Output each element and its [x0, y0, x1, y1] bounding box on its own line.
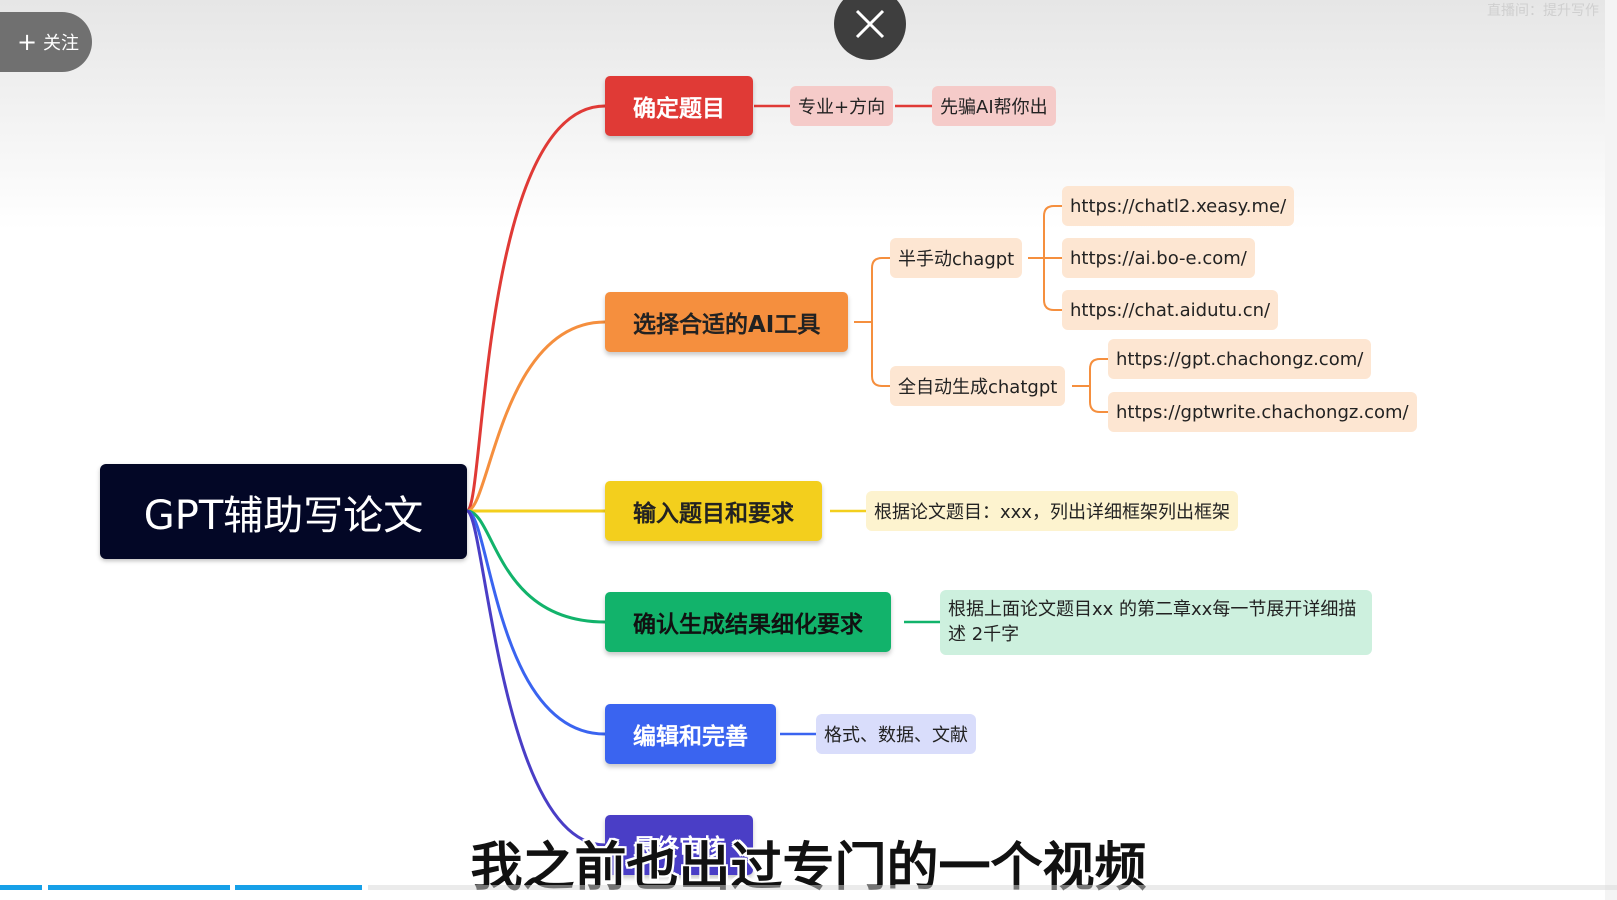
close-button[interactable] — [834, 0, 906, 60]
connector-root-branch-1 — [465, 104, 606, 513]
branch-1-child-ai-help: 先骗AI帮你出 — [932, 86, 1056, 126]
url-item: https://ai.bo-e.com/ — [1062, 238, 1255, 278]
top-right-watermark: 直播间：提升写作 — [1487, 3, 1599, 19]
connector-root-branch-4 — [466, 509, 606, 624]
url-item: https://chat.aidutu.cn/ — [1062, 290, 1279, 330]
progress-segment — [235, 885, 362, 890]
branch-input-topic: 输入题目和要求 — [605, 481, 822, 541]
branch-4-prompt: 根据上面论文题目xx 的第二章xx每一节展开详细描述 2千字 — [940, 590, 1372, 655]
branch-1-child-major: 专业+方向 — [790, 86, 894, 126]
branch-2-semi-manual: 半手动chagpt — [890, 238, 1023, 278]
url-item: https://gptwrite.chachongz.com/ — [1108, 392, 1417, 432]
branch-final-review: 最终审核 — [605, 815, 753, 875]
mindmap-root: GPT辅助写论文 — [100, 464, 467, 559]
url-item: https://chatl2.xeasy.me/ — [1062, 186, 1295, 226]
connector-b2-s2-u2 — [1089, 386, 1108, 413]
branch-refine-results: 确认生成结果细化要求 — [605, 592, 891, 652]
connector-b2-s1-u1 — [1043, 205, 1062, 258]
connector-b2-s1-u3 — [1043, 258, 1062, 311]
connector-b2-s2 — [871, 322, 890, 387]
connector-root-branch-6 — [465, 509, 606, 847]
plus-icon: + — [16, 28, 38, 56]
follow-button[interactable]: + 关注 — [0, 12, 92, 72]
connector-root-branch-2 — [466, 320, 606, 513]
branch-edit-improve: 编辑和完善 — [605, 704, 776, 764]
branch-2-fully-auto: 全自动生成chatgpt — [890, 366, 1066, 406]
url-item: https://gpt.chachongz.com/ — [1108, 339, 1372, 379]
branch-confirm-topic: 确定题目 — [605, 76, 753, 136]
progress-remaining — [368, 885, 1617, 890]
progress-segment — [48, 885, 230, 890]
connector-b2-s1 — [871, 257, 890, 322]
video-progress-bar[interactable] — [0, 885, 1617, 890]
frame-edge — [1605, 0, 1617, 900]
branch-select-ai-tool: 选择合适的AI工具 — [605, 292, 849, 352]
progress-segment — [0, 885, 42, 890]
branch-3-prompt: 根据论文题目：xxx，列出详细框架列出框架 — [866, 491, 1238, 531]
branch-5-format-data-refs: 格式、数据、文献 — [816, 714, 976, 754]
connector-root-branch-5 — [466, 509, 606, 736]
close-icon — [855, 9, 885, 39]
follow-label: 关注 — [43, 33, 80, 54]
connector-b2-s2-u1 — [1089, 358, 1108, 386]
